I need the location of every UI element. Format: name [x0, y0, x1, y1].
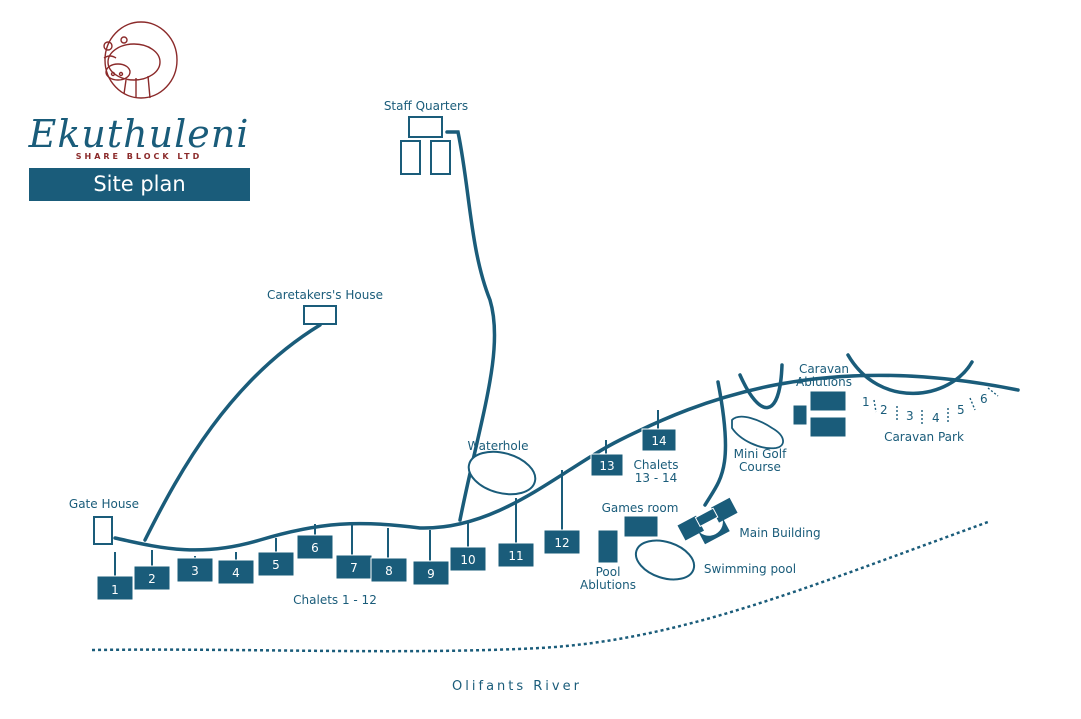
caravan-park-label: Caravan Park: [884, 430, 964, 444]
chalets-1-12-label: Chalets 1 - 12: [293, 593, 377, 607]
road-caretakers: [143, 323, 322, 542]
caravan-ablutions-label: Caravan: [799, 362, 849, 376]
caravan-site: 2: [880, 403, 898, 420]
road-staff: [445, 130, 497, 522]
chalet-number: 14: [651, 434, 666, 448]
main-road: [113, 373, 1020, 552]
olifants-river: [91, 520, 989, 653]
waterhole: [467, 450, 537, 496]
caravan-site: 1: [862, 395, 877, 413]
chalet: 8: [370, 557, 408, 583]
caravan-site: 3: [906, 409, 923, 424]
chalet-number: 8: [385, 564, 393, 578]
hippo-logo: [103, 21, 178, 99]
games-room-label: Games room: [602, 501, 679, 515]
chalet: 13: [590, 453, 624, 477]
chalet-number: 10: [460, 553, 475, 567]
swimming-pool: [634, 539, 696, 581]
chalets-13-14-label: Chalets: [633, 458, 678, 472]
caravan-site: 6: [980, 387, 999, 406]
chalet: 11: [497, 542, 535, 568]
chalet: 1: [96, 575, 134, 601]
river-label: Olifants River: [452, 679, 582, 694]
page-title: Site plan: [29, 168, 250, 201]
chalet-number: 11: [508, 549, 523, 563]
caravan-site: 5: [957, 397, 976, 417]
road-golf-loop: [738, 363, 784, 410]
logo-tagline: SHARE BLOCK LTD: [75, 152, 203, 161]
games-room-building: [623, 515, 659, 538]
chalet: 4: [217, 559, 255, 585]
logo-name: Ekuthuleni: [28, 112, 250, 156]
main-building-label: Main Building: [739, 526, 820, 540]
chalet-number: 3: [191, 564, 199, 578]
chalet: 2: [133, 565, 171, 591]
caravan-ablutions-building: [809, 416, 847, 438]
caravan-site-number: 1: [862, 395, 870, 409]
chalet-number: 1: [111, 583, 119, 597]
chalet: 10: [449, 546, 487, 572]
caravan-site-number: 6: [980, 392, 988, 406]
staff-quarters-building: [400, 140, 421, 175]
staff-quarters-building: [430, 140, 451, 175]
swimming-pool-label: Swimming pool: [704, 562, 796, 576]
chalet-number: 12: [554, 536, 569, 550]
pool-ablutions-label: Pool: [596, 565, 621, 579]
pool-ablutions-label: Ablutions: [580, 578, 636, 592]
waterhole-label: Waterhole: [468, 439, 529, 453]
chalet: 6: [296, 534, 334, 560]
chalet: 7: [335, 554, 373, 580]
gate-house-label: Gate House: [69, 497, 139, 511]
gate-house-building: [93, 516, 113, 545]
caravan-ablutions-building: [809, 390, 847, 412]
chalet-number: 7: [350, 561, 358, 575]
chalet: 3: [176, 557, 214, 583]
caravan-site-number: 3: [906, 409, 914, 423]
staff-quarters-label: Staff Quarters: [384, 99, 468, 113]
caravan-site: 4: [932, 408, 949, 425]
mini-golf-course: [731, 415, 784, 450]
caretakers-house-label: Caretakers's House: [267, 288, 383, 302]
caravan-ablutions-label: Ablutions: [796, 375, 852, 389]
road-caravan-loop: [846, 353, 974, 396]
chalet-number: 2: [148, 572, 156, 586]
mini-golf-label: Mini Golf: [734, 447, 787, 461]
road-mini-golf: [703, 380, 728, 507]
chalet-number: 13: [599, 459, 614, 473]
caravan-ablutions-building: [792, 404, 808, 426]
caravan-site-number: 4: [932, 411, 940, 425]
caretakers-house-building: [303, 305, 337, 325]
caravan-site-number: 2: [880, 403, 888, 417]
pool-ablutions-building: [597, 529, 619, 564]
chalet: 14: [641, 428, 677, 452]
staff-quarters-building: [408, 116, 443, 138]
chalet: 5: [257, 551, 295, 577]
chalet: 12: [543, 529, 581, 555]
main-building: [676, 496, 739, 545]
chalet-number: 5: [272, 558, 280, 572]
chalet-number: 6: [311, 541, 319, 555]
chalet: 9: [412, 560, 450, 586]
chalet-number: 9: [427, 567, 435, 581]
chalets-13-14-label: 13 - 14: [635, 471, 678, 485]
chalet-number: 4: [232, 566, 240, 580]
mini-golf-label: Course: [739, 460, 781, 474]
caravan-site-number: 5: [957, 403, 965, 417]
